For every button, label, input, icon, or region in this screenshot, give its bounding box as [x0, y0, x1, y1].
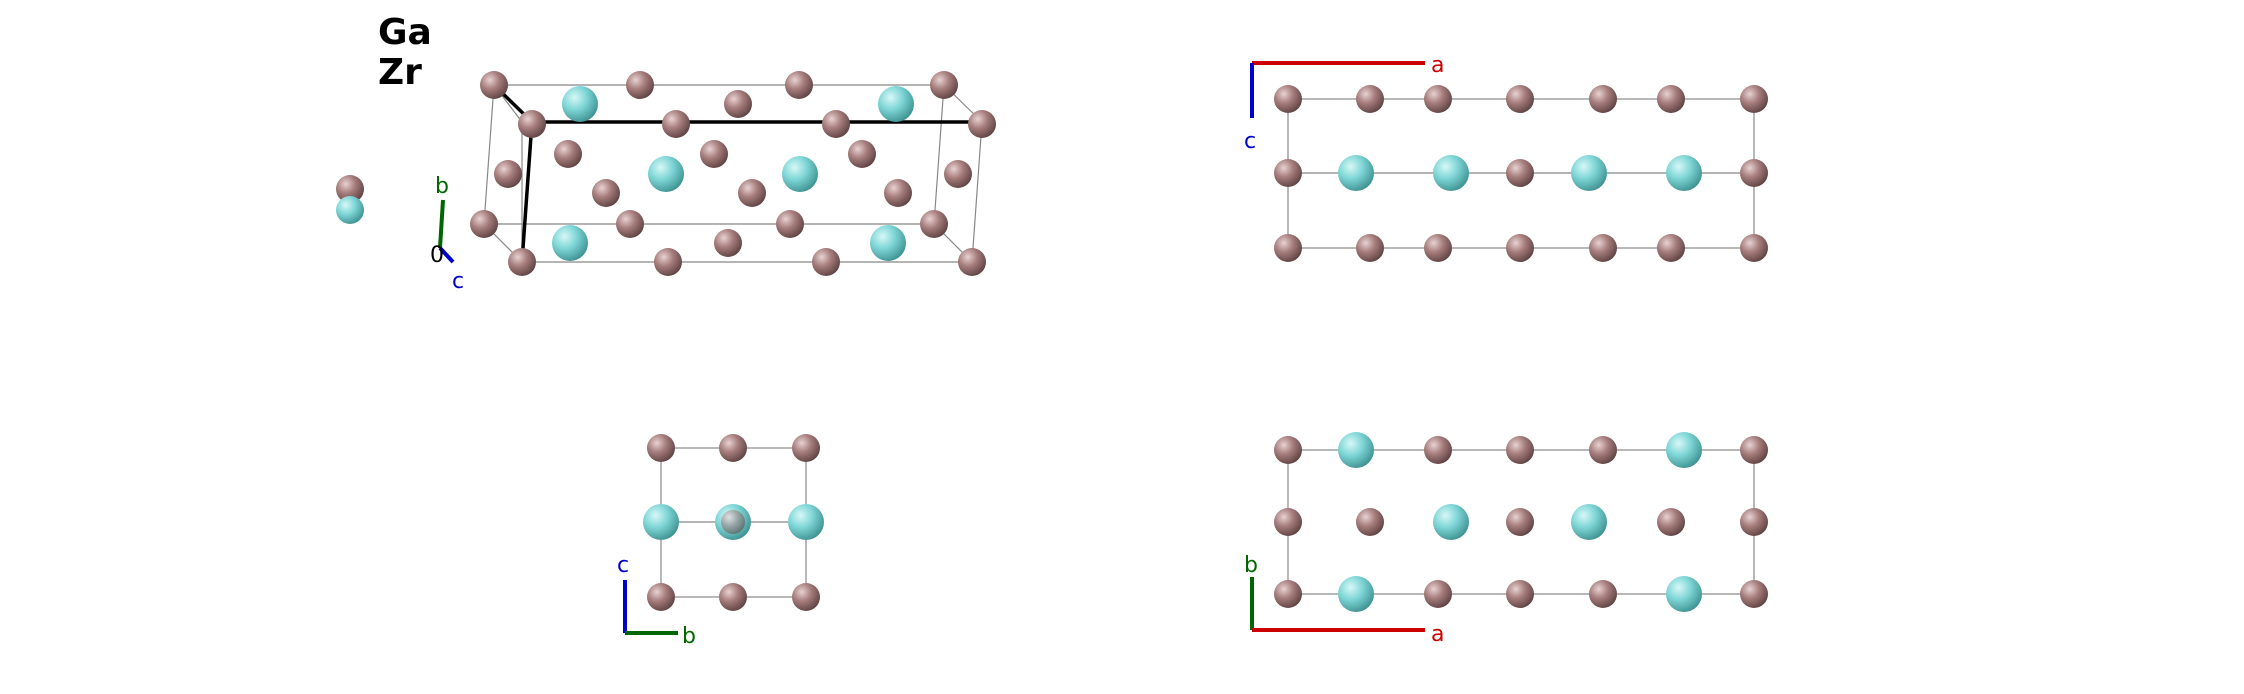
cell-axis-c-edge: [520, 121, 534, 263]
view-a-axis-c-label: c: [617, 553, 629, 578]
perspective-view: b 0 c: [430, 71, 996, 294]
view-b-atoms: [1274, 85, 1768, 262]
legend-ga-label: Ga: [378, 12, 432, 53]
view-c-axis-b-label: b: [1244, 553, 1258, 578]
legend-ga-swatch: [336, 175, 364, 203]
persp-axis-origin-label: 0: [430, 243, 444, 268]
legend-zr-label: Zr: [378, 52, 422, 93]
view-c-atoms: [1274, 432, 1768, 612]
legend-zr-swatch: [336, 196, 364, 224]
legend: Ga Zr: [378, 12, 432, 93]
persp-axis-c-label: c: [452, 269, 464, 294]
perspective-atoms: [470, 71, 996, 276]
view-b-axis-a-label: a: [1431, 53, 1444, 78]
view-a-axis-b-label: b: [682, 624, 696, 649]
view-c-axis-indicator: b a: [1244, 553, 1444, 647]
view-b-axis-indicator: a c: [1244, 53, 1444, 154]
view-c-axis-a-label: a: [1431, 622, 1444, 647]
view-along-b: a c: [1244, 53, 1768, 262]
view-a-axis-indicator: c b: [617, 553, 696, 649]
view-a-atoms: [643, 434, 824, 611]
persp-axis-b-label: b: [435, 174, 449, 199]
view-b-axis-c-label: c: [1244, 129, 1256, 154]
view-along-c: b a: [1244, 432, 1768, 647]
legend-atom-swatches: [336, 175, 364, 224]
view-along-a: c b: [617, 434, 824, 649]
perspective-axis-indicator: b 0 c: [430, 174, 464, 294]
